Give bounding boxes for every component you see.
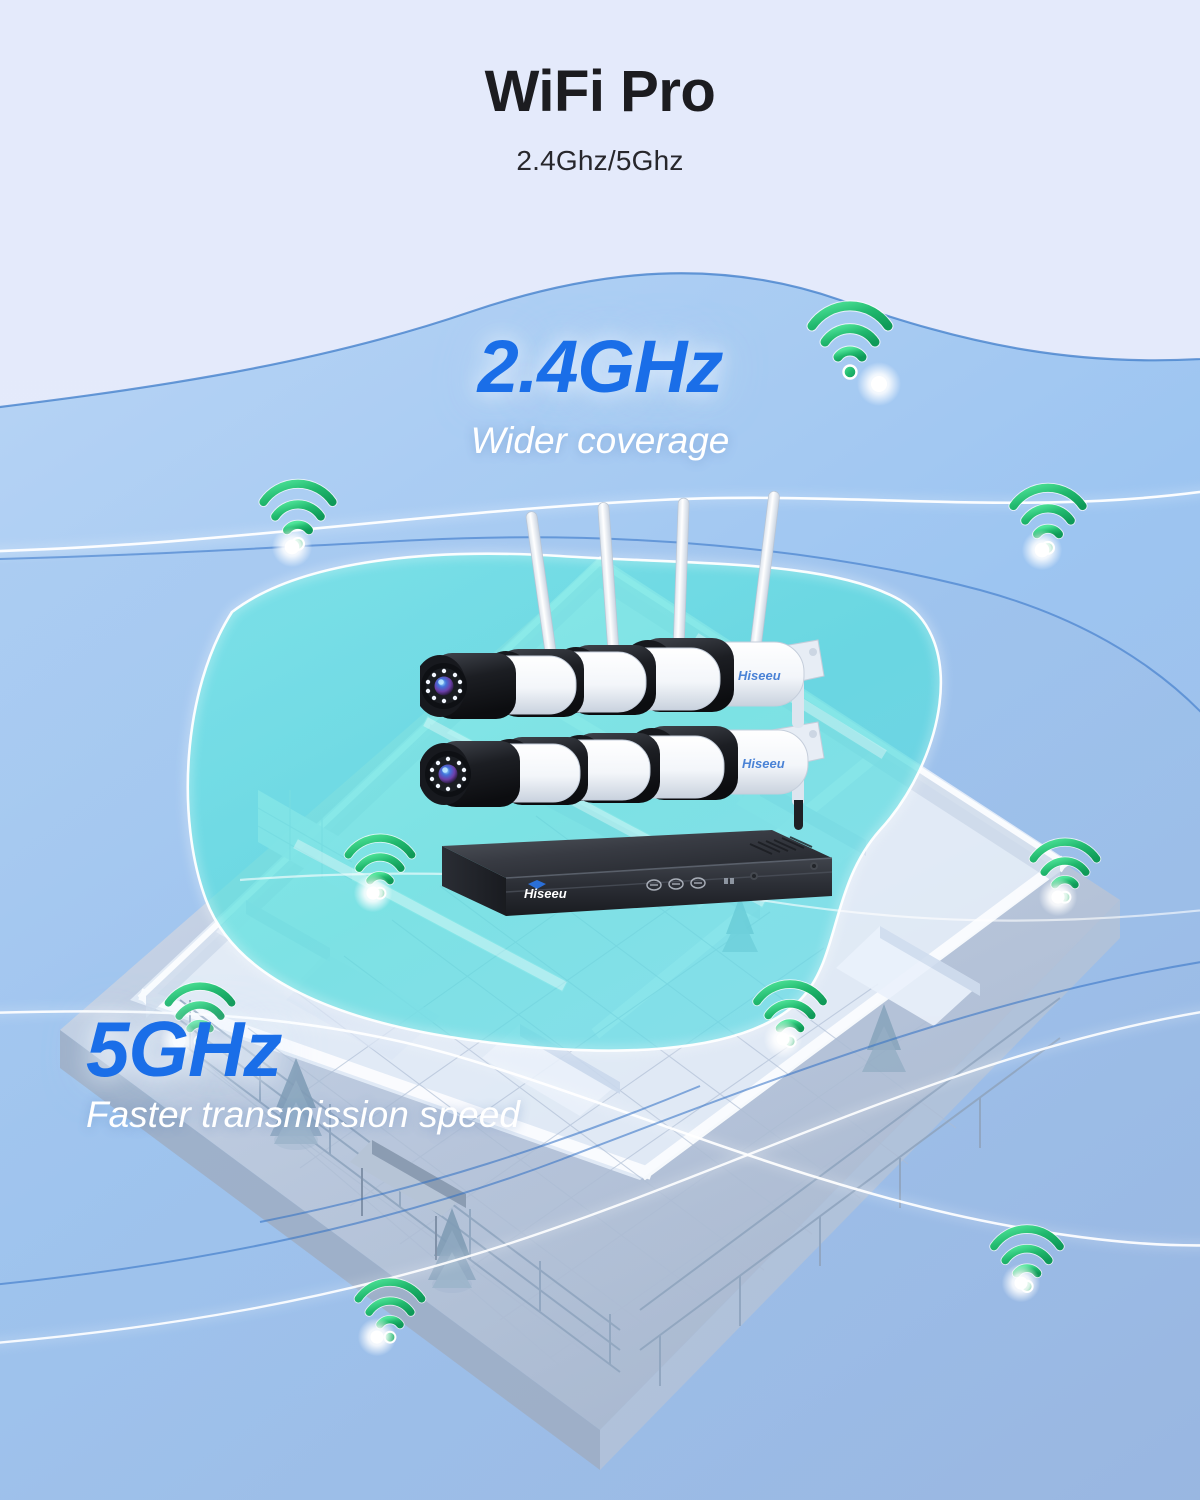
svg-text:Hiseeu: Hiseeu — [524, 886, 567, 901]
wifi-icon — [163, 981, 237, 1048]
band-label-5ghz: 5GHz Faster transmission speed — [86, 1010, 520, 1136]
page-subtitle: 2.4Ghz/5Ghz — [516, 144, 684, 176]
camera-unit — [420, 741, 581, 807]
signal-node-dot — [271, 526, 313, 568]
band-label-2-4ghz: 2.4GHz Wider coverage — [0, 330, 1200, 462]
product-camera-kit: Hiseeu — [420, 490, 825, 807]
band-value-2-4ghz: 2.4GHz — [477, 325, 724, 408]
camera-unit — [420, 653, 577, 719]
nvr-vents — [749, 836, 813, 855]
signal-node-dot — [763, 1019, 803, 1059]
band-caption-2-4ghz: Wider coverage — [470, 420, 730, 461]
header-block: WiFi Pro 2.4Ghz/5Ghz — [0, 0, 1200, 177]
page-title: WiFi Pro — [484, 59, 716, 124]
nvr-brand-logo: Hiseeu — [524, 880, 567, 901]
signal-node-dot — [1001, 1263, 1041, 1303]
band-value-5ghz: 5GHz — [86, 1005, 282, 1093]
signal-node-dot — [857, 362, 901, 406]
signal-node-dot — [159, 1021, 199, 1061]
svg-text:Hiseeu: Hiseeu — [742, 756, 785, 771]
wifi-icon — [806, 300, 894, 380]
signal-node-dot — [1038, 877, 1078, 917]
signal-node-dot — [353, 873, 393, 913]
signal-node-dot — [357, 1317, 397, 1357]
signal-node-dot — [1021, 529, 1063, 571]
camera-row-front: Hiseeu — [420, 726, 809, 807]
grill — [350, 1140, 466, 1260]
nvr-indicators — [646, 877, 734, 891]
band-caption-5ghz: Faster transmission speed — [86, 1094, 520, 1135]
camera-row-back: Hiseeu — [420, 638, 805, 719]
nvr-recorder: Hiseeu — [442, 800, 833, 916]
svg-text:Hiseeu: Hiseeu — [738, 668, 781, 683]
wifi-icon — [353, 1277, 427, 1344]
